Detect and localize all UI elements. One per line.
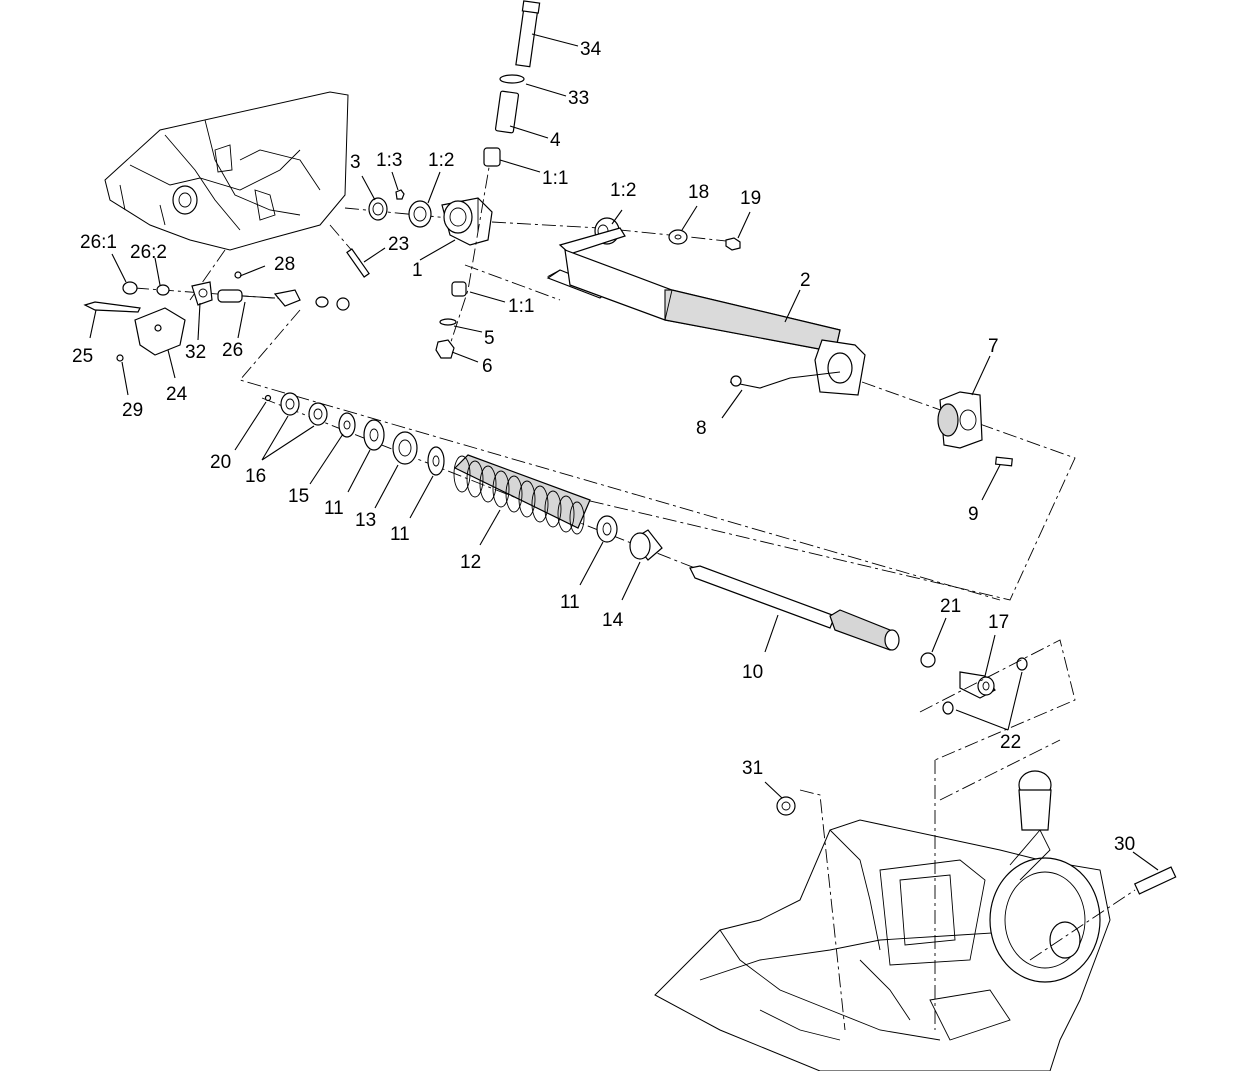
callout-28: 28	[274, 254, 295, 275]
callout-11-a: 11	[324, 498, 344, 519]
bolt-19	[725, 237, 741, 251]
callout-5: 5	[484, 328, 495, 349]
washer-15	[338, 412, 356, 438]
callout-30: 30	[1114, 834, 1135, 855]
callout-1-2-left: 1:2	[428, 150, 454, 171]
washer-3	[368, 197, 388, 221]
bracket-32	[191, 281, 213, 306]
callout-32: 32	[185, 342, 206, 363]
rod-10	[689, 565, 1076, 761]
washer-18	[668, 229, 688, 245]
callout-7: 7	[988, 336, 999, 357]
bolt-34	[515, 4, 539, 68]
callout-11-b: 11	[390, 524, 410, 545]
callout-1: 1	[412, 260, 423, 281]
callout-26-1: 26:1	[80, 232, 117, 253]
callout-10: 10	[742, 662, 763, 683]
callout-19: 19	[740, 188, 761, 209]
washer-26-2	[156, 284, 170, 296]
pin-29	[116, 354, 124, 362]
callout-23: 23	[388, 234, 409, 255]
tube-4	[494, 90, 520, 134]
callout-14: 14	[602, 610, 624, 631]
callout-6: 6	[482, 356, 493, 377]
callout-29: 29	[122, 400, 143, 421]
cylinder-body-2	[479, 227, 1076, 601]
spacer-22b	[942, 701, 954, 715]
nut-26-1	[122, 281, 138, 295]
washer-33	[499, 74, 525, 84]
upper-frame-assembly	[104, 91, 471, 301]
callout-8: 8	[696, 418, 707, 439]
spring-stack	[261, 392, 701, 571]
fitting-1-3	[395, 189, 405, 200]
nut-16b	[308, 402, 328, 426]
washer-11b	[427, 446, 445, 476]
bolt-30	[1133, 866, 1177, 895]
nut-21	[920, 652, 936, 668]
washer-5	[439, 318, 457, 326]
pin-23	[346, 248, 370, 278]
lower-deck-assembly	[654, 739, 1177, 1071]
spacer-22a	[1016, 657, 1028, 671]
callout-1-2-right: 1:2	[610, 180, 636, 201]
callout-31: 31	[742, 758, 763, 779]
callout-2: 2	[800, 270, 811, 291]
callout-3: 3	[350, 152, 361, 173]
callout-4: 4	[550, 130, 561, 151]
washer-11c	[596, 515, 618, 543]
callout-18: 18	[688, 182, 709, 203]
callout-16: 16	[245, 466, 266, 487]
spring-12	[453, 454, 591, 535]
callout-9: 9	[968, 504, 979, 525]
pin-20	[264, 394, 272, 402]
bushing-31	[776, 796, 796, 816]
callout-12: 12	[460, 552, 481, 573]
right-pivot-hardware	[594, 217, 741, 251]
callout-33: 33	[568, 88, 589, 109]
nut-16a	[280, 392, 300, 416]
bushing-1-2-left	[408, 200, 432, 228]
callout-25: 25	[72, 346, 93, 367]
end-cap-7	[937, 391, 1013, 467]
washer-11a	[363, 419, 385, 451]
plug-8	[730, 375, 742, 387]
leader-lines	[89, 33, 1159, 871]
callout-1-1-top: 1:1	[542, 168, 568, 189]
cable-assembly	[83, 271, 1001, 601]
callout-26: 26	[222, 340, 243, 361]
callout-20: 20	[210, 452, 231, 473]
clevis-25	[83, 301, 141, 313]
pin-28	[234, 271, 242, 279]
callout-13: 13	[355, 510, 376, 531]
nut-6	[435, 339, 455, 359]
caster-wheel	[989, 857, 1101, 983]
callout-1-3: 1:3	[376, 150, 402, 171]
callout-15: 15	[288, 486, 309, 507]
callout-labels: 34 33 4 1:1 1:2 18 19 3 1:3 1:2 23 1 1:1…	[72, 39, 1135, 855]
callout-17: 17	[988, 612, 1009, 633]
callout-11-c: 11	[560, 592, 580, 613]
callout-34: 34	[580, 39, 602, 60]
callout-21: 21	[940, 596, 961, 617]
callout-26-2: 26:2	[130, 242, 167, 263]
callout-1-1-bottom: 1:1	[508, 296, 534, 317]
bolt-9	[994, 456, 1013, 467]
bushing-1-1-bottom	[451, 281, 467, 297]
callout-22: 22	[1000, 732, 1021, 753]
callout-24: 24	[166, 384, 188, 405]
cable-26	[217, 289, 243, 303]
collar-13	[392, 431, 418, 465]
bracket-24	[134, 307, 186, 356]
pivot-hardware	[368, 0, 736, 361]
bushing-1-1-top	[483, 147, 501, 167]
